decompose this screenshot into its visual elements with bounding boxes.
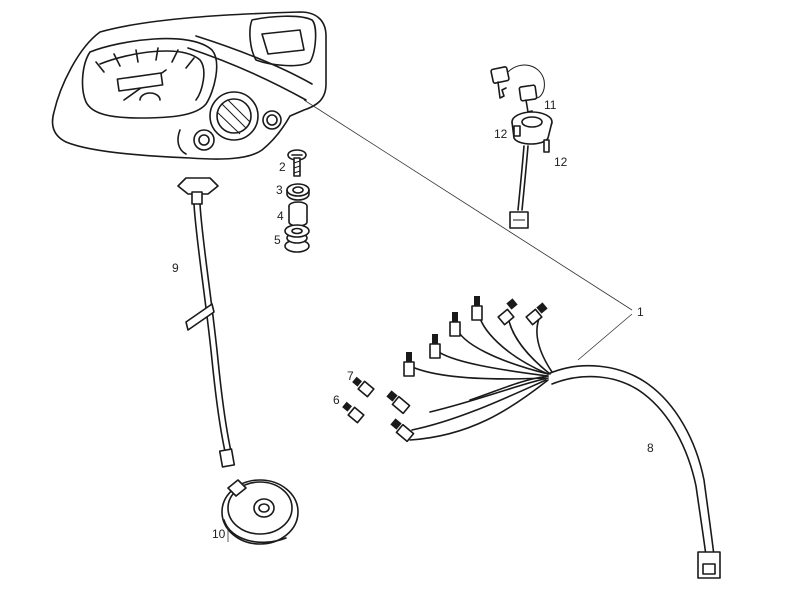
- bulb-socket: [497, 298, 518, 326]
- bulb-socket: [429, 334, 441, 359]
- callout-2: 2: [279, 160, 286, 174]
- ignition-switch: [490, 64, 553, 229]
- callout-4: 4: [277, 209, 284, 223]
- callout-8: 8: [647, 441, 654, 455]
- bulb-socket: [403, 352, 415, 377]
- bulb-socket: [471, 296, 483, 321]
- instrument-cluster: [51, 11, 327, 160]
- bulb-socket: [390, 418, 415, 443]
- bulb-socket: [449, 312, 461, 337]
- speedometer-cable: [177, 177, 236, 468]
- bulb-socket: [386, 390, 411, 415]
- bulb: [342, 401, 365, 424]
- callout-labels: 1 2 3 4 5 6 7 8 9 10 11 12 12: [172, 98, 654, 541]
- callout-6: 6: [333, 393, 340, 407]
- callout-10: 10: [212, 527, 226, 541]
- drive-gear: [221, 479, 299, 545]
- rubber-grommet: [284, 224, 310, 253]
- bulb-socket: [525, 302, 548, 326]
- washer: [286, 183, 310, 201]
- callout-12-right: 12: [554, 155, 568, 169]
- leader-lines: [227, 99, 633, 542]
- spacer-bushing: [288, 201, 308, 227]
- callout-12-left: 12: [494, 127, 508, 141]
- bulb: [352, 376, 375, 398]
- callout-7: 7: [347, 369, 354, 383]
- callout-11: 11: [544, 98, 557, 112]
- callout-3: 3: [276, 183, 283, 197]
- callout-1: 1: [637, 305, 644, 319]
- wiring-harness: [386, 296, 721, 579]
- callout-9: 9: [172, 261, 179, 275]
- callout-5: 5: [274, 233, 281, 247]
- screw: [287, 149, 307, 177]
